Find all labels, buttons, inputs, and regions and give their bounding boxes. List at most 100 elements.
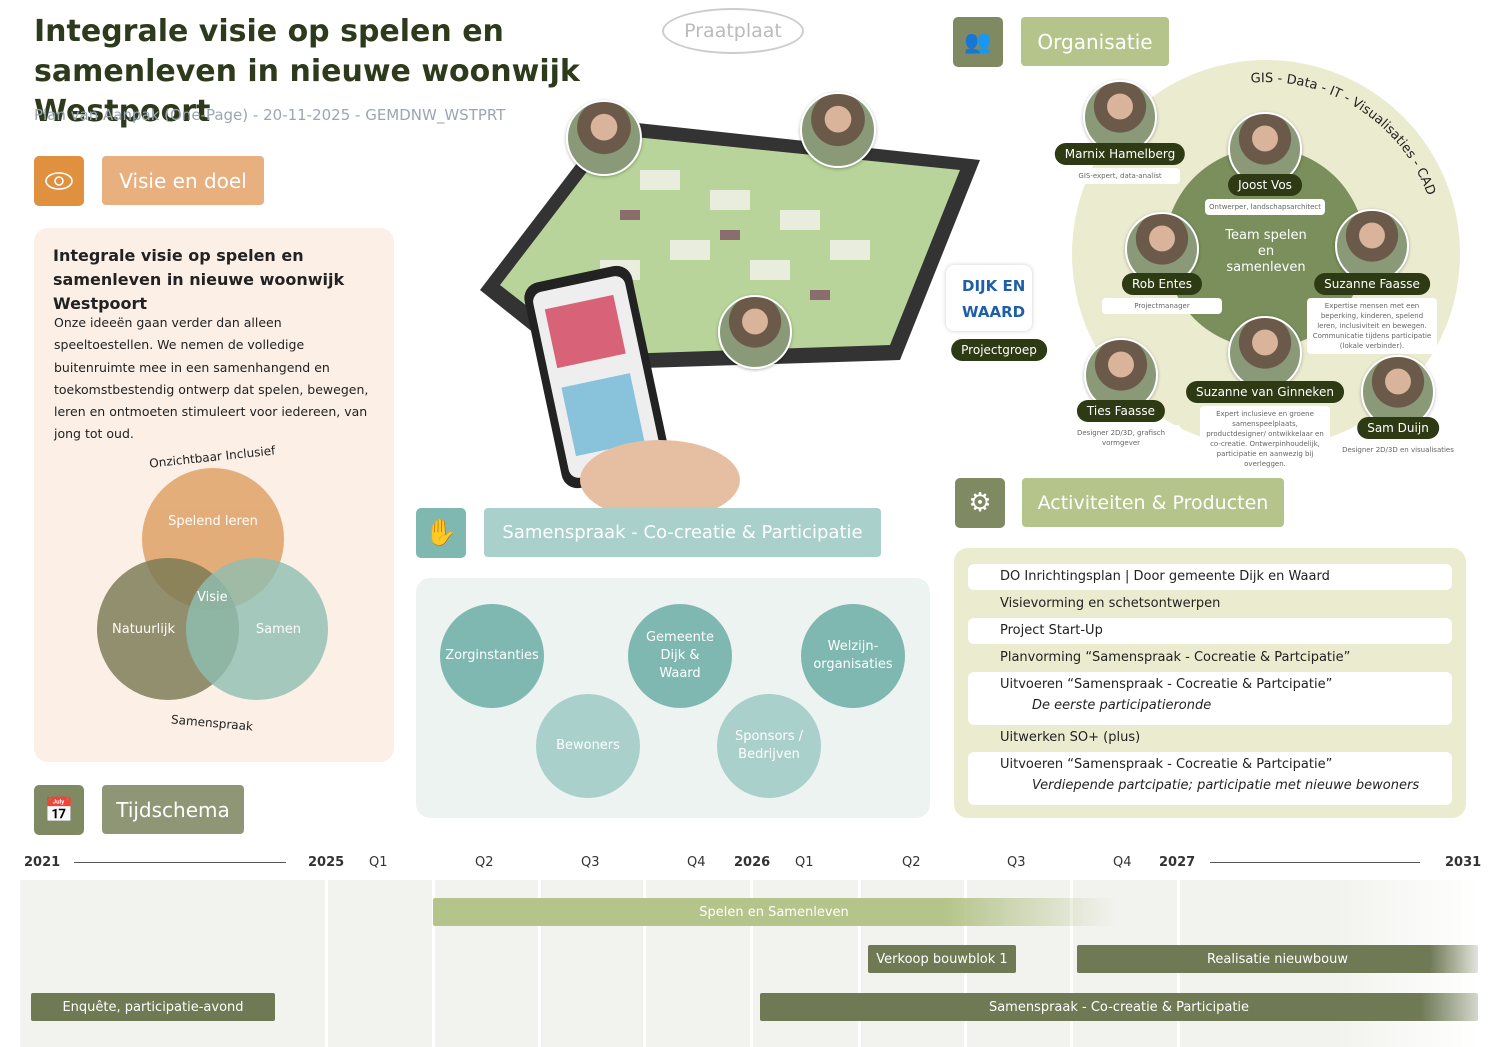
youth-photo <box>718 295 792 369</box>
activity-item: DO Inrichtingsplan | Door gemeente Dijk … <box>968 564 1452 590</box>
organisatie-heading: Organisatie <box>1021 17 1169 66</box>
member-role: Expert inclusieve en groene samenspeelpl… <box>1200 406 1330 472</box>
visie-body: Onze ideeën gaan verder dan alleen speel… <box>54 315 369 442</box>
timeline-label: Q4 <box>687 855 706 870</box>
visie-heading: Visie en doel <box>102 156 264 205</box>
people-icon: 👥 <box>953 17 1003 67</box>
aerial-map-illustration <box>480 120 980 510</box>
member-name: Rob Entes <box>1121 273 1203 295</box>
activity-text: Uitwerken SO+ (plus) <box>1000 730 1141 745</box>
timeline-bar: Spelen en Samenleven <box>433 898 1115 926</box>
member-role: Projectmanager <box>1102 298 1222 314</box>
stakeholder-label: Bewoners <box>556 738 620 753</box>
elderly-couple-photo <box>800 92 876 168</box>
timeline-bar: Realisatie nieuwbouw <box>1077 945 1478 973</box>
activity-text: Visievorming en schetsontwerpen <box>1000 596 1221 611</box>
stakeholder-label: Sponsors / Bedrijven <box>734 729 804 762</box>
member-photo <box>1084 338 1158 412</box>
member-photo <box>1228 316 1302 390</box>
timeline-bar: Verkoop bouwblok 1 <box>868 945 1016 973</box>
timeline-bar: Enquête, participatie-avond <box>31 993 275 1021</box>
timeline-label: Q3 <box>581 855 600 870</box>
timeline-label: Q3 <box>1007 855 1026 870</box>
calendar-icon: 📅 <box>34 785 84 835</box>
timeline-label: Q1 <box>795 855 814 870</box>
timeline-bar: Samenspraak - Co-creatie & Participatie <box>760 993 1478 1021</box>
stakeholder-circle: Bewoners <box>536 694 640 798</box>
venn-samen: Samen <box>186 558 328 700</box>
dijk-en-waard-logo: DIJK EN WAARD <box>946 265 1032 331</box>
venn-center-label: Visie <box>197 590 228 605</box>
venn-label: Samen <box>255 621 301 637</box>
activity-item: Uitvoeren “Samenspraak - Cocreatie & Par… <box>968 672 1452 725</box>
timeline-gridline <box>750 880 753 1047</box>
timeline-arrow-right <box>1210 862 1420 863</box>
stakeholder-circle: Sponsors / Bedrijven <box>717 694 821 798</box>
member-name: Marnix Hamelberg <box>1054 143 1186 165</box>
member-role: Designer 2D/3D, grafisch vormgever <box>1061 425 1181 451</box>
stakeholder-circle: Zorginstanties <box>440 604 544 708</box>
timeline-gridline <box>643 880 646 1047</box>
activity-text: Project Start-Up <box>1000 623 1103 638</box>
timeline-gridline <box>538 880 541 1047</box>
activity-text: DO Inrichtingsplan | Door gemeente Dijk … <box>1000 569 1330 584</box>
arc-label-bottom: Samenspraak <box>170 712 254 734</box>
residents-photo <box>566 100 642 176</box>
timeline-label: Q2 <box>475 855 494 870</box>
visie-card-title: Integrale visie op spelen en samenleven … <box>53 246 345 313</box>
venn-label: Natuurlijk <box>112 621 175 637</box>
member-photo <box>1335 209 1409 283</box>
member-role: Ontwerper, landschapsarchitect <box>1205 199 1325 215</box>
praatplaat-stamp: Praatplaat <box>662 8 804 54</box>
member-name: Joost Vos <box>1228 174 1302 196</box>
timeline-label: 2025 <box>308 855 345 870</box>
activity-text: Uitvoeren “Samenspraak - Cocreatie & Par… <box>1000 677 1333 692</box>
member-role: GIS-expert, data-analist <box>1060 168 1180 184</box>
activity-subtext: Verdiepende partcipatie; participatie me… <box>1032 778 1420 793</box>
timeline-label: Q2 <box>902 855 921 870</box>
stakeholder-circle: Welzijn-organisaties <box>801 604 905 708</box>
member-name: Suzanne Faasse <box>1314 273 1430 295</box>
raised-hands-icon: ✋ <box>416 508 466 558</box>
member-role: Expertise mensen met een beperking, kind… <box>1307 298 1437 354</box>
activity-subtext: De eerste participatieronde <box>1032 698 1212 713</box>
member-name: Sam Duijn <box>1357 417 1439 439</box>
member-role: Designer 2D/3D en visualisaties <box>1338 442 1458 458</box>
projectgroep-label: Projectgroep <box>951 339 1047 361</box>
timeline-label: Q4 <box>1113 855 1132 870</box>
stakeholder-label: Gemeente Dijk & Waard <box>645 630 715 681</box>
visie-card: Integrale visie op spelen en samenleven … <box>34 228 394 762</box>
arc-label-top: Onzichtbaar Inclusief <box>148 443 276 471</box>
member-name: Suzanne van Ginneken <box>1186 381 1344 403</box>
activity-text: Uitvoeren “Samenspraak - Cocreatie & Par… <box>1000 757 1333 772</box>
stakeholder-label: Zorginstanties <box>445 648 539 663</box>
page-title: Integrale visie op spelen en samenleven … <box>34 14 580 129</box>
timeline-label: 2026 <box>734 855 771 870</box>
activity-item: Uitvoeren “Samenspraak - Cocreatie & Par… <box>968 752 1452 805</box>
timeline-gridline <box>1070 880 1073 1047</box>
timeline-label: 2027 <box>1159 855 1196 870</box>
timeline-gridline <box>858 880 861 1047</box>
tijdschema-heading: Tijdschema <box>102 785 244 834</box>
eye-icon <box>34 156 84 206</box>
timeline-gridline <box>325 880 328 1047</box>
activiteiten-heading: Activiteiten & Producten <box>1022 478 1284 527</box>
activity-item: Planvorming “Samenspraak - Cocreatie & P… <box>968 645 1452 671</box>
logo-text: DIJK EN WAARD <box>962 277 1026 321</box>
activity-item: Project Start-Up <box>968 618 1452 644</box>
stakeholder-label: Welzijn-organisaties <box>813 639 893 672</box>
member-photo <box>1361 355 1435 429</box>
team-label: Team spelen en samenleven <box>1225 228 1307 275</box>
timeline-label: 2031 <box>1445 855 1482 870</box>
member-name: Ties Faasse <box>1076 400 1166 422</box>
timeline-label: Q1 <box>369 855 388 870</box>
subtitle: Plan van Aanpak (One-Page) - 20-11-2025 … <box>34 106 506 124</box>
activity-text: Planvorming “Samenspraak - Cocreatie & P… <box>1000 650 1351 665</box>
timeline-label: 2021 <box>24 855 61 870</box>
timeline-arrow-left <box>74 862 286 863</box>
activity-item: Visievorming en schetsontwerpen <box>968 591 1452 617</box>
timeline-gridline <box>432 880 435 1047</box>
stakeholder-circle: Gemeente Dijk & Waard <box>628 604 732 708</box>
activity-item: Uitwerken SO+ (plus) <box>968 725 1452 751</box>
samenspraak-heading: Samenspraak - Co-creatie & Participatie <box>484 508 881 557</box>
